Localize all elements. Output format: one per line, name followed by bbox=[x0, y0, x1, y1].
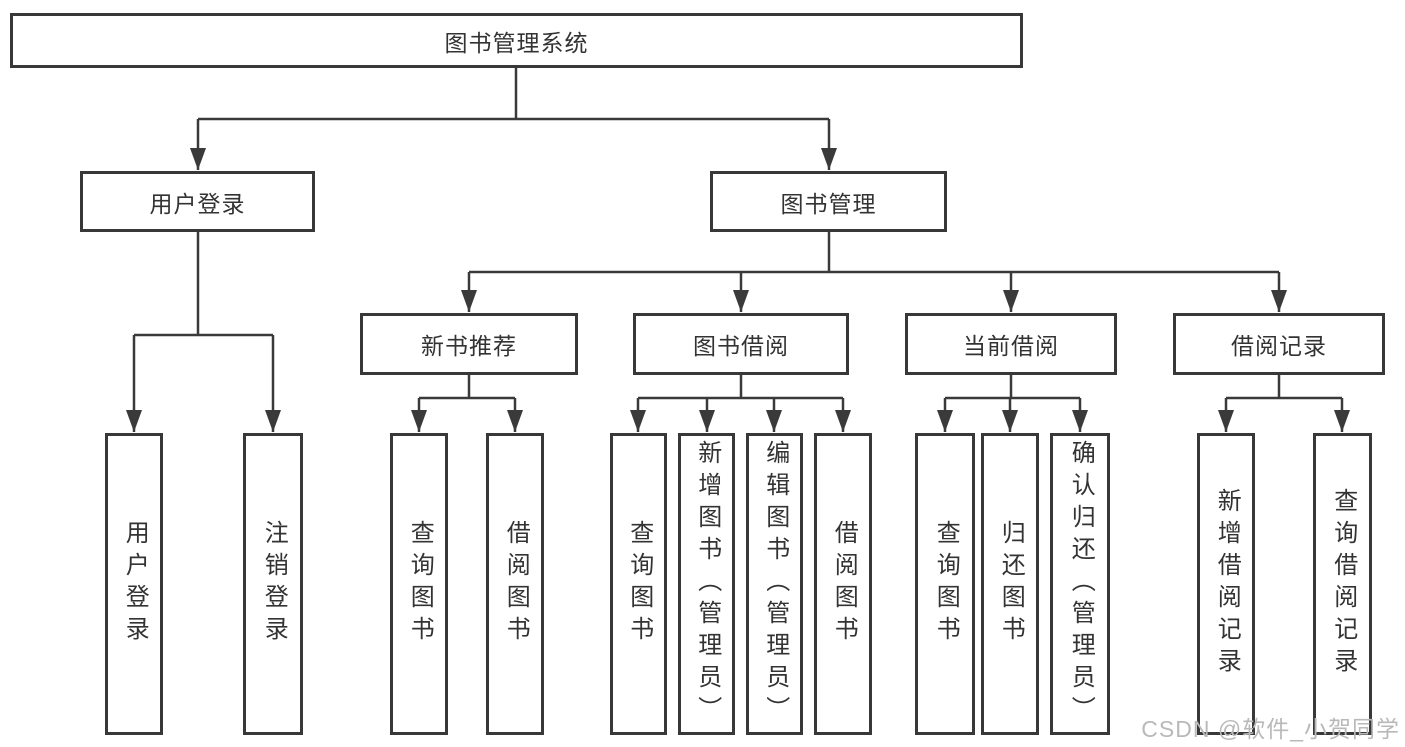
leaf-borrow-books-1: 借阅图书 bbox=[486, 433, 544, 735]
node-current-borrowing: 当前借阅 bbox=[905, 313, 1117, 375]
leaf-logout: 注销登录 bbox=[243, 433, 303, 735]
node-library-management-system: 图书管理系统 bbox=[10, 13, 1023, 68]
leaf-query-books-3-label: 查询图书 bbox=[932, 520, 960, 648]
leaf-borrow-books-2: 借阅图书 bbox=[814, 433, 872, 735]
node-book-borrowing: 图书借阅 bbox=[633, 313, 849, 375]
leaf-user-login: 用户登录 bbox=[105, 433, 163, 735]
leaf-edit-books-admin-label: 编辑图书（管理员） bbox=[761, 440, 789, 728]
leaf-confirm-return-admin: 确认归还（管理员） bbox=[1050, 433, 1110, 735]
leaf-user-login-label: 用户登录 bbox=[121, 520, 149, 648]
leaf-add-books-admin: 新增图书（管理员） bbox=[678, 433, 735, 735]
leaf-query-borrow-record: 查询借阅记录 bbox=[1313, 433, 1372, 735]
node-new-book-recommendation: 新书推荐 bbox=[360, 313, 578, 375]
connector-lines bbox=[134, 68, 1342, 400]
leaf-borrow-books-1-label: 借阅图书 bbox=[502, 520, 530, 648]
leaf-query-books-2-label: 查询图书 bbox=[625, 520, 653, 648]
node-book-management: 图书管理 bbox=[710, 171, 947, 232]
leaf-add-books-admin-label: 新增图书（管理员） bbox=[693, 440, 721, 728]
leaf-logout-label: 注销登录 bbox=[260, 520, 288, 648]
connector-arrows bbox=[126, 119, 1350, 432]
leaf-edit-books-admin: 编辑图书（管理员） bbox=[746, 433, 803, 735]
leaf-confirm-return-admin-label: 确认归还（管理员） bbox=[1067, 440, 1095, 728]
leaf-borrow-books-2-label: 借阅图书 bbox=[830, 520, 858, 648]
leaf-add-borrow-record-label: 新增借阅记录 bbox=[1213, 488, 1241, 680]
leaf-return-books: 归还图书 bbox=[981, 433, 1039, 735]
leaf-query-books-1-label: 查询图书 bbox=[406, 520, 434, 648]
leaf-query-borrow-record-label: 查询借阅记录 bbox=[1329, 488, 1357, 680]
leaf-query-books-3: 查询图书 bbox=[915, 433, 975, 735]
csdn-watermark: CSDN @软件_小贺同学 bbox=[1141, 716, 1400, 742]
node-borrowing-records: 借阅记录 bbox=[1173, 313, 1385, 375]
leaf-query-books-1: 查询图书 bbox=[390, 433, 448, 735]
leaf-add-borrow-record: 新增借阅记录 bbox=[1197, 433, 1255, 735]
node-user-login: 用户登录 bbox=[80, 171, 315, 232]
leaf-query-books-2: 查询图书 bbox=[610, 433, 667, 735]
leaf-return-books-label: 归还图书 bbox=[997, 520, 1025, 648]
